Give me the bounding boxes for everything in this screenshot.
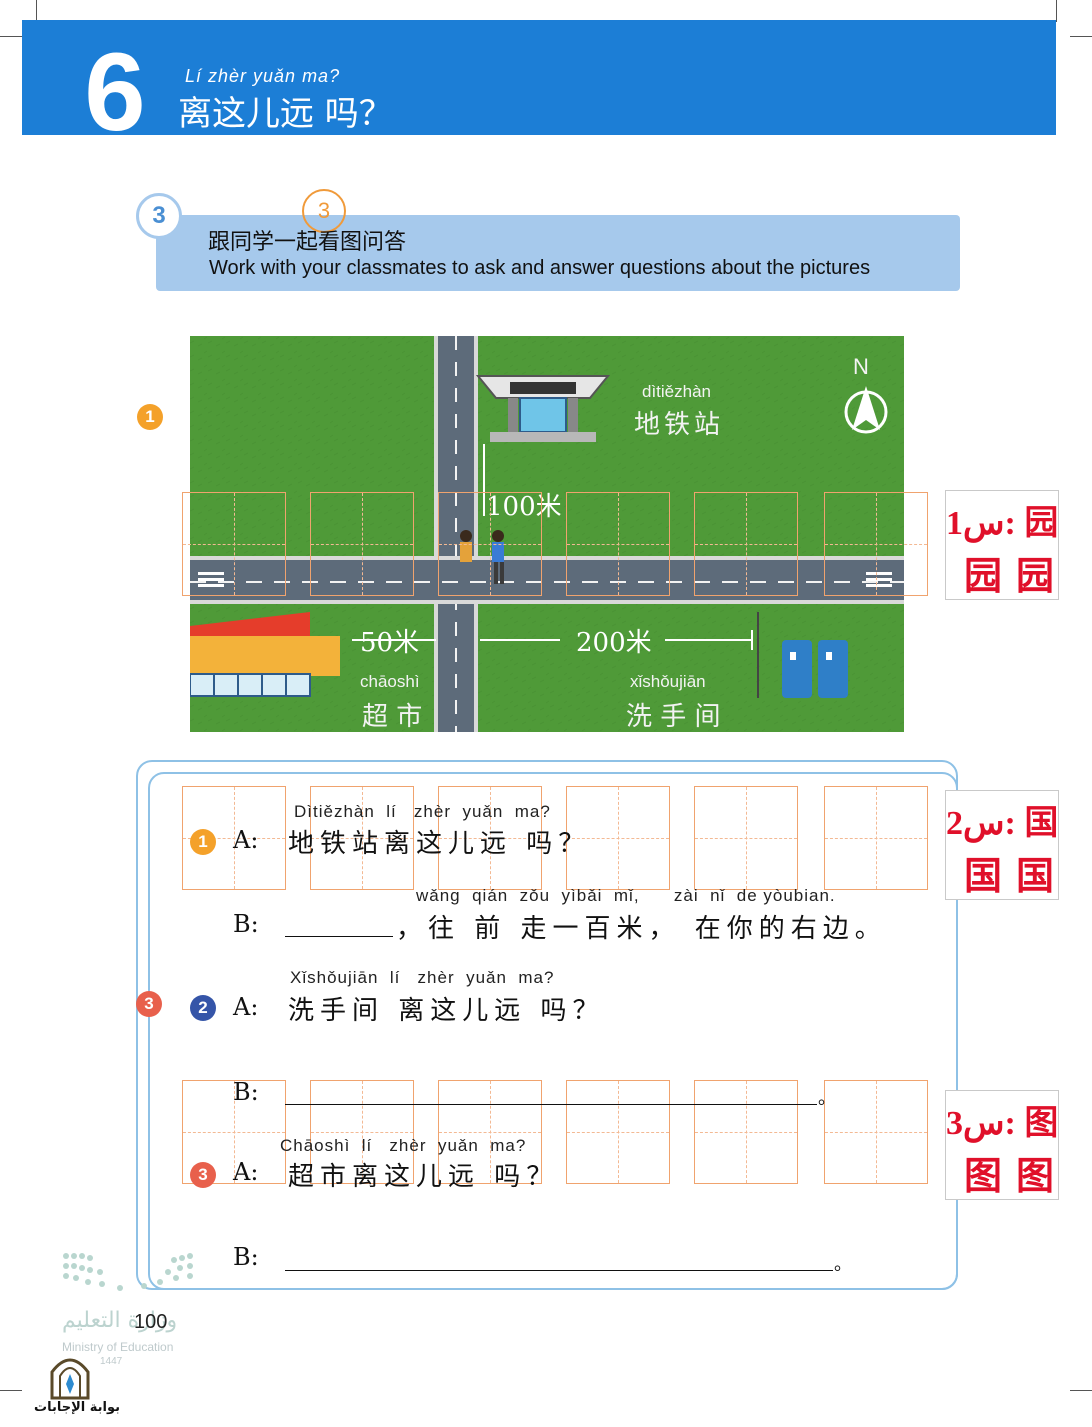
map-illustration: dìtiězhàn 地铁站 N 100米 50米 200米 chāoshì 超 … (190, 336, 904, 732)
north-label: N (853, 354, 869, 379)
activity-number-badge: 3 (136, 193, 182, 239)
tracing-grid-cell[interactable] (438, 786, 542, 890)
practice-glyph-2b: 国 (1016, 854, 1055, 898)
q1-b-pinyin: wǎng qián zǒu yìbǎi mǐ, zài nǐ de yòubia… (416, 886, 836, 905)
q3-a-text: 超市离这儿远 吗？ (288, 1162, 559, 1192)
ministry-year: 1447 (100, 1356, 123, 1367)
q1-answer-blank[interactable] (285, 936, 393, 937)
q2-number: 2 (190, 995, 216, 1021)
restroom-label: 洗 手 间 (626, 702, 721, 732)
tracing-grid-cell[interactable] (566, 1080, 670, 1184)
lesson-title: 离这儿远 吗？ (178, 94, 393, 134)
activity-annotation-mark: 3 (302, 189, 346, 233)
lesson-title-pinyin: Lí zhèr yuǎn ma? (185, 66, 341, 86)
q3-a-speaker: A: (233, 1158, 259, 1186)
q2-a-text: 洗手间 离这儿远 吗？ (288, 996, 605, 1026)
ministry-dots-logo (63, 1253, 193, 1291)
tracing-grid-cell[interactable] (310, 1080, 414, 1184)
q3-number: 3 (190, 1162, 216, 1188)
q1-number: 1 (190, 829, 216, 855)
tracing-grid-cell[interactable] (182, 492, 286, 596)
q1-a-speaker: A: (233, 826, 259, 854)
practice-glyph-3b: 图 (1016, 1154, 1055, 1198)
q3-b-end: 。 (834, 1254, 852, 1275)
distance-100m: 100米 (486, 492, 562, 522)
site-name: بوابة الإجابات (34, 1400, 120, 1415)
tracing-grid-cell[interactable] (438, 492, 542, 596)
ministry-name-arabic: وزارة التعليم (62, 1308, 178, 1333)
tracing-grid-cell[interactable] (694, 1080, 798, 1184)
tracing-grid-cell[interactable] (824, 786, 928, 890)
q3-b-speaker: B: (233, 1243, 259, 1271)
map-side-marker: 1 (137, 404, 163, 430)
tracing-grid-cell[interactable] (694, 492, 798, 596)
dialogue-frame-inner (148, 772, 958, 1290)
practice-glyph-1a: 园 (964, 554, 1003, 598)
supermarket-label: 超 市 (362, 702, 423, 732)
subway-label: 地铁站 (634, 410, 725, 440)
tracing-grid-cell[interactable] (182, 1080, 286, 1184)
tracing-grid-cell[interactable] (182, 786, 286, 890)
q2-a-pinyin: Xǐshǒujiān lí zhèr yuǎn ma? (290, 968, 555, 987)
practice-label-2: س2: 国 (946, 805, 1059, 842)
practice-label-1: س1: 园 (946, 505, 1059, 542)
tracing-grid-cell[interactable] (824, 492, 928, 596)
q3-a-pinyin: Chāoshì lí zhèr yuǎn ma? (280, 1136, 527, 1155)
distance-50m: 50米 (360, 628, 420, 658)
site-logo-icon (50, 1358, 90, 1400)
q3-answer-blank[interactable] (285, 1270, 833, 1271)
q1-b-speaker: B: (233, 910, 259, 938)
ministry-name-english: Ministry of Education (62, 1340, 174, 1354)
tracing-grid-cell[interactable] (566, 492, 670, 596)
practice-glyph-2a: 国 (964, 854, 1003, 898)
tracing-grid-cell[interactable] (310, 786, 414, 890)
q1-a-text: 地铁站离这儿远 吗？ (288, 829, 591, 859)
activity-instruction-chinese: 跟同学一起看图问答 (208, 230, 407, 255)
practice-box-3: س3: 图 图 图 (945, 1090, 1059, 1200)
lesson-number: 6 (84, 31, 146, 154)
q2-answer-blank[interactable] (285, 1104, 817, 1105)
activity-banner (156, 215, 960, 291)
lesson-header (22, 20, 1056, 135)
practice-box-1: س1: 园 园 园 (945, 490, 1059, 600)
tracing-grid-cell[interactable] (824, 1080, 928, 1184)
activity-instruction-english: Work with your classmates to ask and ans… (209, 257, 871, 279)
practice-box-2: س2: 国 国 国 (945, 790, 1059, 900)
q2-side-number: 3 (136, 991, 162, 1017)
distance-200m: 200米 (576, 628, 652, 658)
tracing-grid-cell[interactable] (694, 786, 798, 890)
practice-glyph-1b: 园 (1016, 554, 1055, 598)
q1-b-text: ，往 前 走一百米， 在你的右边。 (396, 914, 887, 944)
q2-b-end: 。 (818, 1088, 836, 1109)
subway-pinyin: dìtiězhàn (642, 382, 711, 401)
map-drawing (190, 336, 904, 732)
restroom-pinyin: xǐshǒujiān (630, 672, 706, 691)
tracing-grid-cell[interactable] (438, 1080, 542, 1184)
q1-a-pinyin: Dìtiězhàn lí zhèr yuǎn ma? (294, 802, 551, 821)
page-number: 100 (134, 1311, 168, 1333)
tracing-grid-cell[interactable] (566, 786, 670, 890)
practice-label-3: س3: 图 (946, 1105, 1059, 1142)
tracing-grid-cell[interactable] (310, 492, 414, 596)
practice-glyph-3a: 图 (964, 1154, 1003, 1198)
q2-b-speaker: B: (233, 1078, 259, 1106)
supermarket-pinyin: chāoshì (360, 672, 420, 691)
q2-a-speaker: A: (233, 993, 259, 1021)
